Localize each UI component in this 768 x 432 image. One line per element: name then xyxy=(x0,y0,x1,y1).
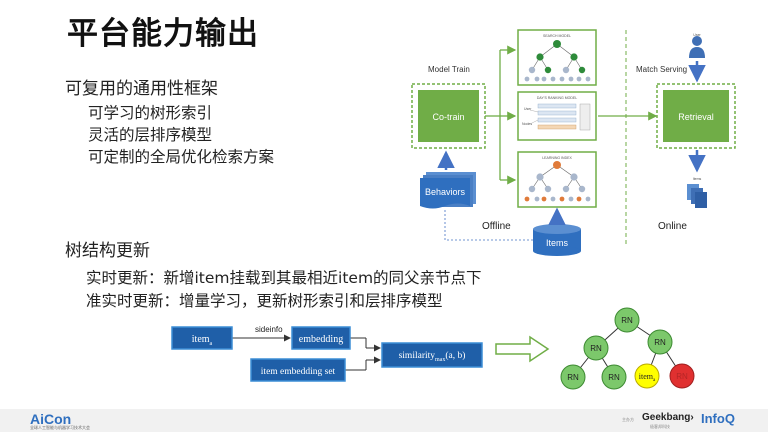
retrieval-frame xyxy=(656,83,736,149)
tree-node-label: RN xyxy=(654,338,666,347)
tree-node-right xyxy=(647,329,673,355)
tree-node-label: RN xyxy=(567,373,579,382)
organizer-label: 主办方 xyxy=(622,417,634,422)
result-items-icon xyxy=(687,184,707,208)
tree-leaf-new-item xyxy=(634,363,660,389)
section2-item: 实时更新：新增item挂载到其最相近item的同父亲节点下 xyxy=(86,269,482,287)
slide-title: 平台能力输出 xyxy=(67,16,259,52)
panel-top-label: SEARCH MODEL xyxy=(543,34,571,38)
panel-learning-index xyxy=(517,151,597,208)
section1-item: 可定制的全局优化检索方案 xyxy=(88,148,275,166)
panel-top-tree xyxy=(524,40,591,82)
tree-node-left xyxy=(583,335,609,361)
update-flow-arrows xyxy=(232,334,381,371)
geekbang-subtitle: 极客邦科技 xyxy=(650,424,670,429)
offline-label: Offline xyxy=(482,221,511,232)
geekbang-logo: Geekbang› xyxy=(642,412,694,423)
match-serving-label: Match Serving xyxy=(636,65,687,74)
section2-item: 准实时更新：增量学习，更新树形索引和层排序模型 xyxy=(86,292,443,310)
user-label: User xyxy=(693,33,701,37)
embedding-box xyxy=(291,326,351,350)
items-dashed-link xyxy=(444,210,533,241)
tree-new-item-label: itema xyxy=(639,372,656,383)
user-icon xyxy=(689,36,705,58)
tree-leaf-removed xyxy=(669,363,695,389)
section1-heading: 可复用的通用性框架 xyxy=(65,79,218,99)
tree-leaf xyxy=(601,364,627,390)
result-items-label: Items xyxy=(693,177,702,181)
items-cylinder xyxy=(533,224,581,256)
sideinfo-label: sideinfo xyxy=(255,325,283,334)
cotrain-box xyxy=(418,90,479,142)
aicon-subtitle: 全球人工智能与机器学习技术大会 xyxy=(30,425,90,430)
section2-heading: 树结构更新 xyxy=(65,241,150,261)
footer-bar: AiCon 全球人工智能与机器学习技术大会 主办方 Geekbang› 极客邦科… xyxy=(0,409,768,432)
panel-mid-nodes: Nodes xyxy=(522,122,532,126)
cotrain-label: Co-train xyxy=(432,112,464,122)
tree-node-label: RN xyxy=(621,316,633,325)
similarity-text: similaritymax(a, b) xyxy=(399,350,466,363)
behaviors-docs xyxy=(420,172,476,209)
tree-node-label: RN xyxy=(590,344,602,353)
retrieval-label: Retrieval xyxy=(678,112,714,122)
similarity-box xyxy=(381,342,483,368)
behaviors-label: Behaviors xyxy=(425,187,466,197)
embedding-label: embedding xyxy=(299,334,343,345)
tree-node-label: RN xyxy=(608,373,620,382)
panel-bottom-tree xyxy=(524,161,591,202)
panel-mid-network xyxy=(529,103,591,131)
infoq-logo: InfoQ xyxy=(701,411,735,426)
item-embedding-set-label: item embedding set xyxy=(261,367,336,377)
section1-item: 可学习的树形索引 xyxy=(88,104,213,122)
online-label: Online xyxy=(658,221,687,232)
tree-node-root xyxy=(614,307,640,333)
panel-mid-label: DAY'S RANKING MODEL xyxy=(537,96,577,100)
panel-bottom-label: LEARNING INDEX xyxy=(542,156,572,160)
model-train-label: Model Train xyxy=(428,65,470,74)
section1-item: 灵活的层排序模型 xyxy=(88,126,213,144)
result-arrow xyxy=(495,335,550,363)
item-a-box xyxy=(171,326,233,350)
panel-mid-user: User xyxy=(524,107,532,111)
retrieval-box xyxy=(663,90,729,142)
item-embedding-set-box xyxy=(250,358,346,382)
item-a-text: itema xyxy=(192,334,213,347)
tree-leaf xyxy=(560,364,586,390)
items-label: Items xyxy=(546,238,569,248)
aicon-logo: AiCon xyxy=(30,411,72,427)
panel-search-model xyxy=(517,29,597,86)
tree-removed-label: RN xyxy=(676,372,688,381)
